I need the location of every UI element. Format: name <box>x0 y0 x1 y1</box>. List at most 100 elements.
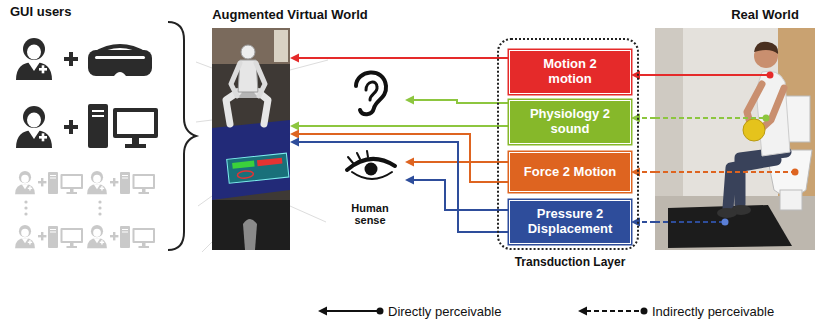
view-heading: Real World <box>731 8 799 23</box>
view-heading: Augmented Virtual World <box>212 8 368 23</box>
transducer-box: Pressure 2 Displacement <box>509 200 631 244</box>
pressure-mat <box>668 205 792 248</box>
arrow-connector <box>631 218 655 227</box>
ellipsis-dot <box>98 200 101 203</box>
legend-text: Indirectly perceivable <box>652 304 774 319</box>
transducer-box: Physiology 2 sound <box>509 100 631 144</box>
virtual-world-view: Augmented Virtual World <box>212 28 290 250</box>
connector-line <box>638 74 655 76</box>
eye-lashes <box>348 151 368 163</box>
connector-line <box>297 57 509 59</box>
arrowhead <box>405 96 414 105</box>
arrow-connector <box>290 130 509 183</box>
box-label: Physiology 2 sound <box>522 107 618 137</box>
sensor-dot <box>763 115 770 122</box>
doctor-icon <box>15 225 35 248</box>
legend-line <box>586 310 644 312</box>
connector-line <box>297 142 509 232</box>
computer-icon <box>48 172 83 194</box>
legend-sample <box>578 307 648 316</box>
connector-line <box>412 180 509 210</box>
sensor-dot <box>792 169 799 176</box>
legend-sample <box>318 307 384 316</box>
ellipsis-dot <box>98 212 101 215</box>
plus-sign <box>64 52 78 66</box>
scene-ground <box>212 28 290 250</box>
curly-bracket <box>168 22 196 250</box>
computer-icon <box>48 226 83 248</box>
group-heading: GUI users <box>10 4 71 19</box>
computer-icon <box>120 172 155 194</box>
avatar-head <box>241 45 255 59</box>
person-legs <box>728 152 786 208</box>
pressure-floor <box>212 120 290 200</box>
real-world-view: Real World <box>655 28 815 250</box>
ellipsis-dot <box>24 212 27 215</box>
panel-bar <box>232 161 255 169</box>
arrow-connector <box>631 71 655 80</box>
sensor-lead <box>655 221 725 223</box>
human-sense-group: Human sense <box>335 65 405 227</box>
ear-outline <box>356 72 386 114</box>
scene-window <box>274 30 288 62</box>
transduction-layer: Transduction LayerMotion 2 motionPhysiol… <box>497 38 639 250</box>
plus-sign <box>38 178 46 186</box>
box-label: Force 2 Motion <box>524 165 616 180</box>
doctor-icon <box>16 38 52 80</box>
arrow-connector <box>290 122 509 131</box>
sensor-lead <box>655 171 795 173</box>
arrowhead <box>405 158 414 167</box>
plus-sign <box>38 232 46 240</box>
scene-floor <box>212 200 290 250</box>
layer-heading: Transduction Layer <box>515 256 626 270</box>
ellipsis-dot <box>24 200 27 203</box>
arrow-connector <box>631 168 655 177</box>
ball <box>743 119 765 141</box>
panel-button <box>237 170 254 179</box>
sensor-panel <box>227 153 289 183</box>
plus-sign <box>64 120 78 134</box>
arrowhead <box>290 122 299 131</box>
arrow-connector <box>405 96 509 105</box>
legend-dot <box>377 308 384 315</box>
faded-users <box>15 171 155 248</box>
sensor-dot <box>722 219 729 226</box>
doctor-icon <box>15 171 35 194</box>
vr-headset-icon <box>88 46 152 76</box>
person-hair <box>754 42 778 54</box>
sensor-dot <box>767 72 774 79</box>
connector-line <box>412 100 509 103</box>
doctor-icon <box>87 171 107 194</box>
ellipsis-dot <box>24 206 27 209</box>
ear-inner <box>366 82 377 100</box>
arrowhead <box>405 176 414 185</box>
arrowhead <box>290 130 299 139</box>
doctor-icon <box>87 225 107 248</box>
panel-bar <box>257 158 282 167</box>
vr-controller <box>243 219 257 250</box>
arrow-connector <box>290 54 509 63</box>
scene-wall <box>212 28 290 64</box>
eye-icon <box>347 151 395 179</box>
transducer-box: Force 2 Motion <box>509 152 631 192</box>
ellipsis-dot <box>98 206 101 209</box>
box-label: Motion 2 motion <box>522 57 618 87</box>
connector-line <box>638 171 655 173</box>
legend-dot <box>641 308 648 315</box>
plus-sign <box>110 232 118 240</box>
person-shoe <box>717 208 737 218</box>
sensor-lead <box>655 117 766 119</box>
legend-arrowhead <box>318 307 327 316</box>
box-label: Pressure 2 Displacement <box>520 207 620 237</box>
arrowhead <box>290 54 299 63</box>
ear-icon <box>356 72 386 114</box>
toilet-base <box>780 190 802 210</box>
room-wall <box>655 28 815 250</box>
eye-iris <box>365 163 378 176</box>
sense-label: Human sense <box>340 202 400 227</box>
computer-icon <box>88 104 158 148</box>
arrowhead <box>290 138 299 147</box>
connector-line <box>412 161 509 163</box>
